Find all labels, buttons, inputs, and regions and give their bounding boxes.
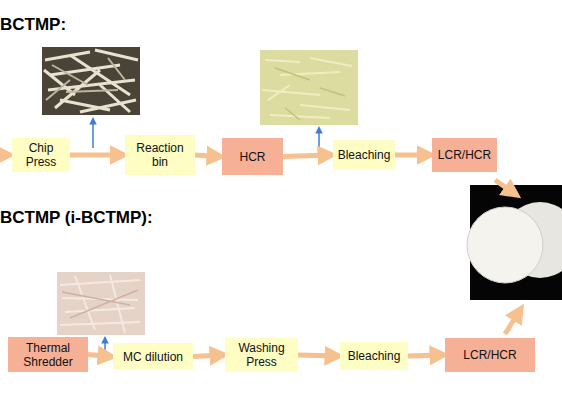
box-label: Chip Press (17, 141, 65, 169)
sample-pointer (318, 129, 320, 152)
box-label: Bleaching (338, 148, 391, 162)
box-label: LCR/HCR (463, 348, 516, 362)
fibre-photo (57, 272, 145, 335)
flow-arrow (408, 355, 442, 356)
box-label: HCR (240, 150, 266, 164)
chip-photo (42, 47, 140, 115)
box-label: MC dilution (123, 350, 183, 364)
process-box: Reaction bin (125, 135, 195, 175)
output-arrow (495, 180, 515, 194)
pulp-photo (260, 50, 358, 125)
section-heading: BCTMP: (0, 15, 66, 35)
box-label: Bleaching (348, 349, 401, 363)
process-box: Bleaching (340, 342, 408, 370)
flow-arrow (395, 153, 429, 158)
process-box: Bleaching (333, 140, 395, 170)
process-box: Washing Press (225, 338, 298, 372)
process-box: LCR/HCR (445, 338, 535, 372)
process-box: HCR (222, 138, 283, 175)
process-box: LCR/HCR (432, 138, 497, 172)
entry-arrow (0, 153, 8, 158)
process-box: Chip Press (12, 138, 70, 172)
process-box: MC dilution (113, 343, 193, 370)
sample-pointer (104, 339, 106, 352)
flow-arrow (70, 153, 122, 158)
section-heading: BCTMP (i-BCTMP): (0, 208, 153, 228)
box-label: Washing Press (230, 341, 293, 369)
process-box: Thermal Shredder (8, 337, 88, 372)
output-arrow (505, 310, 520, 334)
flow-arrow (283, 155, 330, 157)
box-label: LCR/HCR (438, 148, 491, 162)
box-label: Thermal Shredder (13, 341, 83, 369)
flow-arrow (193, 355, 222, 357)
flow-arrow (195, 155, 219, 157)
sample-pointer (92, 120, 94, 148)
flow-arrow (88, 355, 110, 357)
box-label: Reaction bin (130, 141, 190, 169)
flow-arrow (298, 355, 337, 356)
handsheet-photo (467, 185, 562, 300)
